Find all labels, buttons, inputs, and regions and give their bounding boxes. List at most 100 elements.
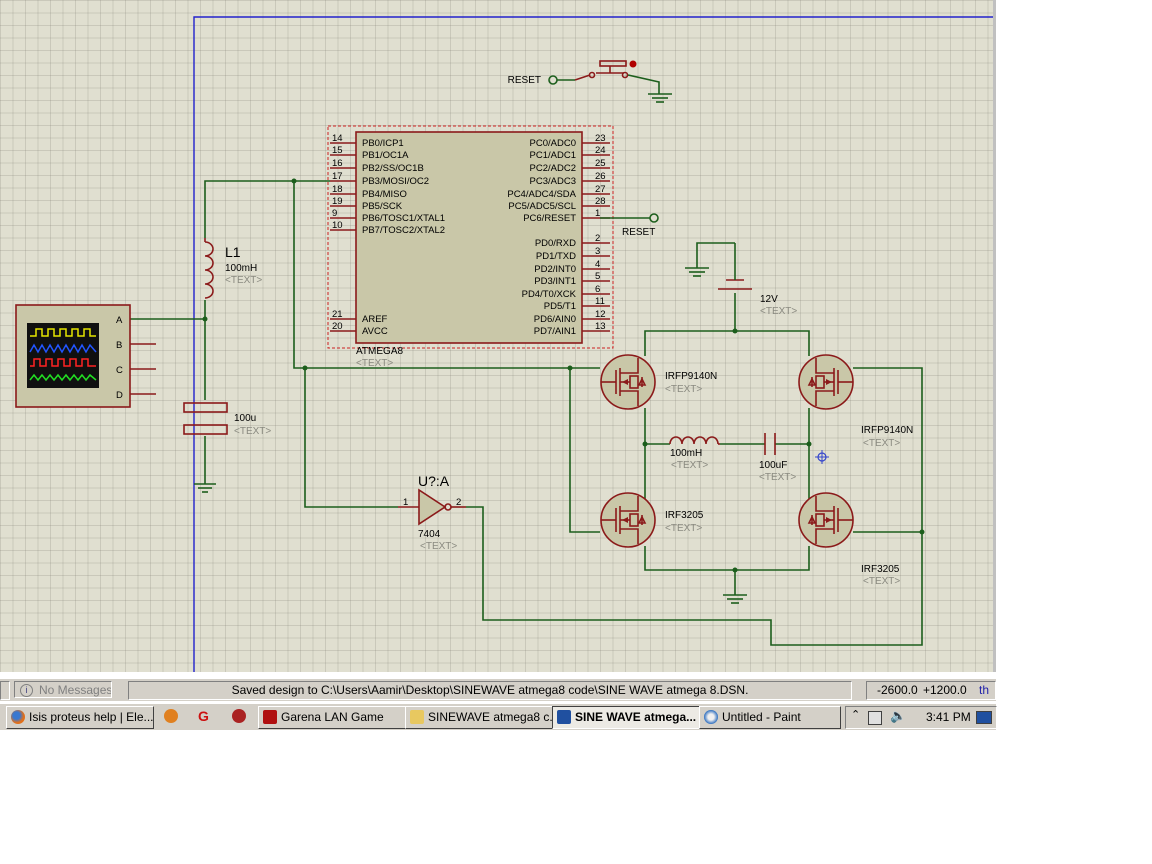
mcu-pin-number: 27	[595, 184, 606, 195]
coord-y: +1200.0	[923, 683, 967, 697]
taskbar-item-label: SINE WAVE atmega...	[575, 710, 697, 724]
mcu-pin-number: 16	[332, 158, 343, 169]
taskbar-item-label: Isis proteus help | Ele...	[29, 710, 154, 724]
mcu-pin-name: PB1/OC1A	[362, 150, 409, 161]
messages-label: No Messages	[39, 683, 112, 697]
mcu-pin-name: PC6/RESET	[523, 213, 576, 224]
mcu-pin-number: 12	[595, 309, 606, 320]
status-message: Saved design to C:\Users\Aamir\Desktop\S…	[128, 681, 852, 700]
mcu-pin-name: PC5/ADC5/SCL	[508, 201, 576, 212]
quicklaunch-g-icon[interactable]: G	[194, 706, 212, 727]
mcu-pin-name: PD7/AIN1	[534, 326, 576, 337]
show-desktop-icon[interactable]	[976, 711, 992, 724]
mcu-pin-number: 2	[595, 233, 600, 244]
mcu-pin-name: PB6/TOSC1/XTAL1	[362, 213, 445, 224]
network-icon[interactable]	[868, 711, 882, 725]
taskbar-item-firefox[interactable]: Isis proteus help | Ele...	[6, 706, 154, 729]
status-bar: i No Messages Saved design to C:\Users\A…	[0, 678, 996, 701]
mcu-pin-number: 4	[595, 259, 600, 270]
ground-symbol	[194, 483, 216, 493]
load-capacitor[interactable]	[764, 433, 776, 455]
taskbar-item-isis[interactable]: SINE WAVE atmega...	[552, 706, 700, 729]
q-bot-right-text: <TEXT>	[863, 576, 900, 587]
reset-pushbutton[interactable]	[548, 60, 672, 103]
scope-channel-c: C	[116, 365, 123, 376]
l1-text: <TEXT>	[225, 275, 262, 286]
taskbar-item-paint[interactable]: Untitled - Paint	[699, 706, 841, 729]
l1-ref: L1	[225, 244, 241, 260]
coord-x: -2600.0	[877, 683, 918, 697]
load-inductor[interactable]	[669, 436, 720, 445]
mosfet-top-left[interactable]	[600, 354, 656, 410]
volume-icon[interactable]: 🔈	[890, 708, 907, 723]
mcu-pin-name: PD0/RXD	[535, 238, 576, 249]
info-icon: i	[20, 684, 33, 697]
taskbar-item-label: SINEWAVE atmega8 c...	[428, 710, 553, 724]
inverter-ref: U?:A	[418, 473, 450, 489]
inverter-pin-in: 1	[403, 497, 408, 508]
inverter-7404[interactable]	[398, 488, 466, 526]
taskbar-item-folder[interactable]: SINEWAVE atmega8 c...	[405, 706, 553, 729]
tray-chevron-icon[interactable]: ⌃	[851, 709, 861, 721]
mcu-pin-number: 5	[595, 271, 600, 282]
mcu-pin-name: AVCC	[362, 326, 388, 337]
mcu-pin-name: PC0/ADC0	[530, 138, 576, 149]
quicklaunch-bug-icon[interactable]	[228, 706, 246, 727]
mcu-pin-name: PD4/T0/XCK	[522, 289, 577, 300]
garena-icon	[263, 710, 277, 724]
q-top-right-part: IRFP9140N	[861, 425, 913, 436]
coord-unit: th	[979, 683, 990, 697]
mcu-text-placeholder: <TEXT>	[356, 358, 393, 369]
q-top-left-text: <TEXT>	[665, 384, 702, 395]
mcu-pin-name: PD1/TXD	[536, 251, 576, 262]
mcu-pin-number: 13	[595, 321, 606, 332]
mcu-pin-number: 26	[595, 171, 606, 182]
inductor-l1[interactable]	[204, 238, 214, 299]
mcu-pin-number: 11	[595, 296, 605, 307]
mcu-pin-name: PC1/ADC1	[530, 150, 576, 161]
paint-icon	[704, 710, 718, 724]
orange-app-icon	[164, 709, 178, 723]
mcu-pin-number: 14	[332, 133, 343, 144]
status-left-edge	[0, 681, 10, 700]
load-capacitor-value: 100uF	[759, 460, 787, 471]
scope-channel-a: A	[116, 315, 123, 326]
mcu-pin-number: 25	[595, 158, 606, 169]
oscilloscope[interactable]	[15, 304, 156, 408]
q-top-left-part: IRFP9140N	[665, 371, 717, 382]
q-bot-left-text: <TEXT>	[665, 523, 702, 534]
q-bot-left-part: IRF3205	[665, 510, 704, 521]
inverter-pin-out: 2	[456, 497, 461, 508]
taskbar-item-label: Untitled - Paint	[722, 710, 801, 724]
mcu-pin-name: PC4/ADC4/SDA	[507, 189, 576, 200]
cap-in-text: <TEXT>	[234, 426, 271, 437]
quicklaunch-garena-icon[interactable]	[160, 706, 178, 727]
clock[interactable]: 3:41 PM	[926, 710, 971, 724]
mcu-pin-name: PB2/SS/OC1B	[362, 163, 424, 174]
taskbar-item-garena[interactable]: Garena LAN Game	[258, 706, 406, 729]
inverter-text: <TEXT>	[420, 541, 457, 552]
battery-value: 12V	[760, 294, 778, 305]
mcu-pin-number: 19	[332, 196, 343, 207]
vertical-scrollbar[interactable]	[993, 0, 996, 672]
mcu-pin-number: 28	[595, 196, 606, 207]
mcu-pin-number: 1	[595, 208, 600, 219]
mcu-pin-number: 23	[595, 133, 606, 144]
capacitor-100u[interactable]	[183, 402, 228, 435]
mosfet-top-right[interactable]	[798, 354, 854, 410]
mcu-pin-number: 17	[332, 171, 343, 182]
mcu-pin-name: PD5/T1	[544, 301, 576, 312]
reset-terminal[interactable]	[649, 213, 659, 223]
battery-12v[interactable]	[685, 242, 752, 290]
mcu-pin-number: 15	[332, 145, 343, 156]
mcu-pin-name: PB3/MOSI/OC2	[362, 176, 429, 187]
mosfet-bottom-left[interactable]	[600, 492, 656, 548]
mcu-pin-number: 21	[332, 309, 343, 320]
mcu-ref-label: ATMEGA8	[356, 346, 403, 357]
mosfet-bottom-right[interactable]	[798, 492, 854, 548]
messages-button[interactable]: i No Messages	[14, 681, 112, 698]
mcu-pin-name: PC3/ADC3	[530, 176, 576, 187]
